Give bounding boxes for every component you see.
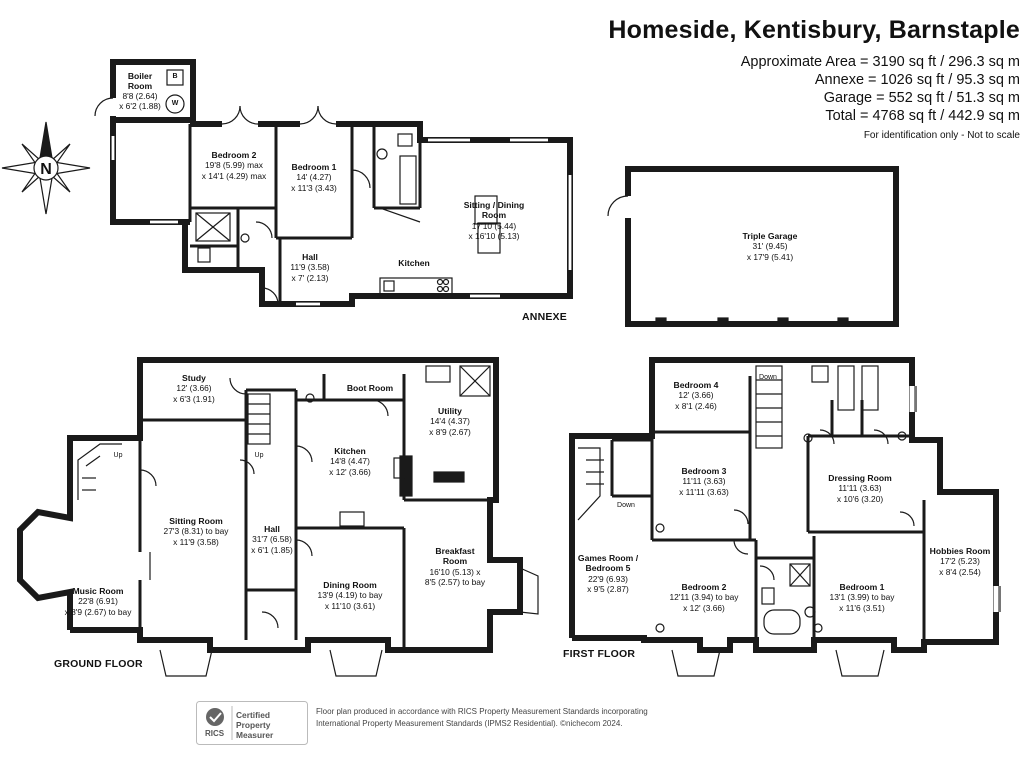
ground-openings [77,365,539,677]
stairs-down-label-games: Down [617,502,635,509]
identification-note: For identification only - Not to scale [863,130,1020,141]
room-label-study: Study 12' (3.66)x 6'3 (1.91) [173,373,215,404]
compass-letter: N [40,161,52,178]
rics-logo-icon [196,701,308,745]
room-label-hobbies-room: Hobbies Room 17'2 (5.23)x 8'4 (2.54) [929,546,991,577]
property-title: Homeside, Kentisbury, Barnstaple [608,16,1020,44]
ground-floor-plan [17,357,539,677]
area-approximate: Approximate Area = 3190 sq ft / 296.3 sq… [740,54,1020,70]
room-label-utility: Utility 14'4 (4.37)x 8'9 (2.67) [429,406,471,437]
first-floor-plan [569,357,1001,677]
annexe-openings [94,69,573,307]
stairs-up-label-hall: Up [254,452,264,459]
room-label-dressing-room: Dressing Room 11'11 (3.63)x 10'6 (3.20) [828,473,892,504]
area-total: Total = 4768 sq ft / 442.9 sq m [825,108,1020,124]
stairs-up-label-music: Up [113,452,123,459]
first-openings [577,365,1001,677]
area-garage: Garage = 552 sq ft / 51.3 sq m [823,90,1020,106]
room-label-annexe-kitchen: Kitchen [398,258,430,268]
room-label-triple-garage: Triple Garage 31' (9.45)x 17'9 (5.41) [742,231,798,262]
room-label-annexe-hall: Hall 11'9 (3.58)x 7' (2.13) [290,252,330,283]
room-label-bedroom-3: Bedroom 3 11'11 (3.63)x 11'11 (3.63) [679,466,729,497]
footer-disclaimer: Floor plan produced in accordance with R… [316,707,648,728]
boiler-symbol-w: W [171,100,179,107]
room-label-sitting-dining: Sitting / Dining Room 17'10 (5.44)x 16'1… [463,200,525,242]
room-label-annexe-bedroom-1: Bedroom 1 14' (4.27)x 11'3 (3.43) [291,162,337,193]
garage-plan [607,166,899,327]
boiler-room-walls [110,59,196,123]
compass-rose-icon: N [1,121,91,215]
annexe-west-walls [110,120,190,225]
room-label-boiler-room: Boiler Room 8'8 (2.64)x 6'2 (1.88) [119,71,161,112]
floor-label-annexe: ANNEXE [522,311,567,323]
floor-label-first: FIRST FLOOR [563,648,636,660]
annexe-outer-walls [182,121,573,307]
room-label-ground-hall: Hall 31'7 (6.58)x 6'1 (1.85) [251,524,293,555]
floor-label-ground: GROUND FLOOR [54,658,143,670]
rics-wordmark: RICS [205,729,225,738]
boiler-symbol-b: B [172,73,178,80]
room-label-boot-room: Boot Room [346,383,394,393]
room-label-bedroom-4: Bedroom 4 12' (3.66)x 8'1 (2.46) [673,380,719,411]
first-outer-walls [569,357,999,653]
stairs-down-label-landing: Down [759,374,777,381]
room-label-ground-kitchen: Kitchen 14'8 (4.47)x 12' (3.66) [329,446,371,477]
room-label-music-room: Music Room 22'8 (6.91)x 8'9 (2.67) to ba… [64,586,132,617]
garage-walls [625,166,899,327]
area-annexe: Annexe = 1026 sq ft / 95.3 sq m [814,72,1020,88]
room-label-games-room: Games Room / Bedroom 5 22'9 (6.93)x 9'5 … [577,553,639,595]
